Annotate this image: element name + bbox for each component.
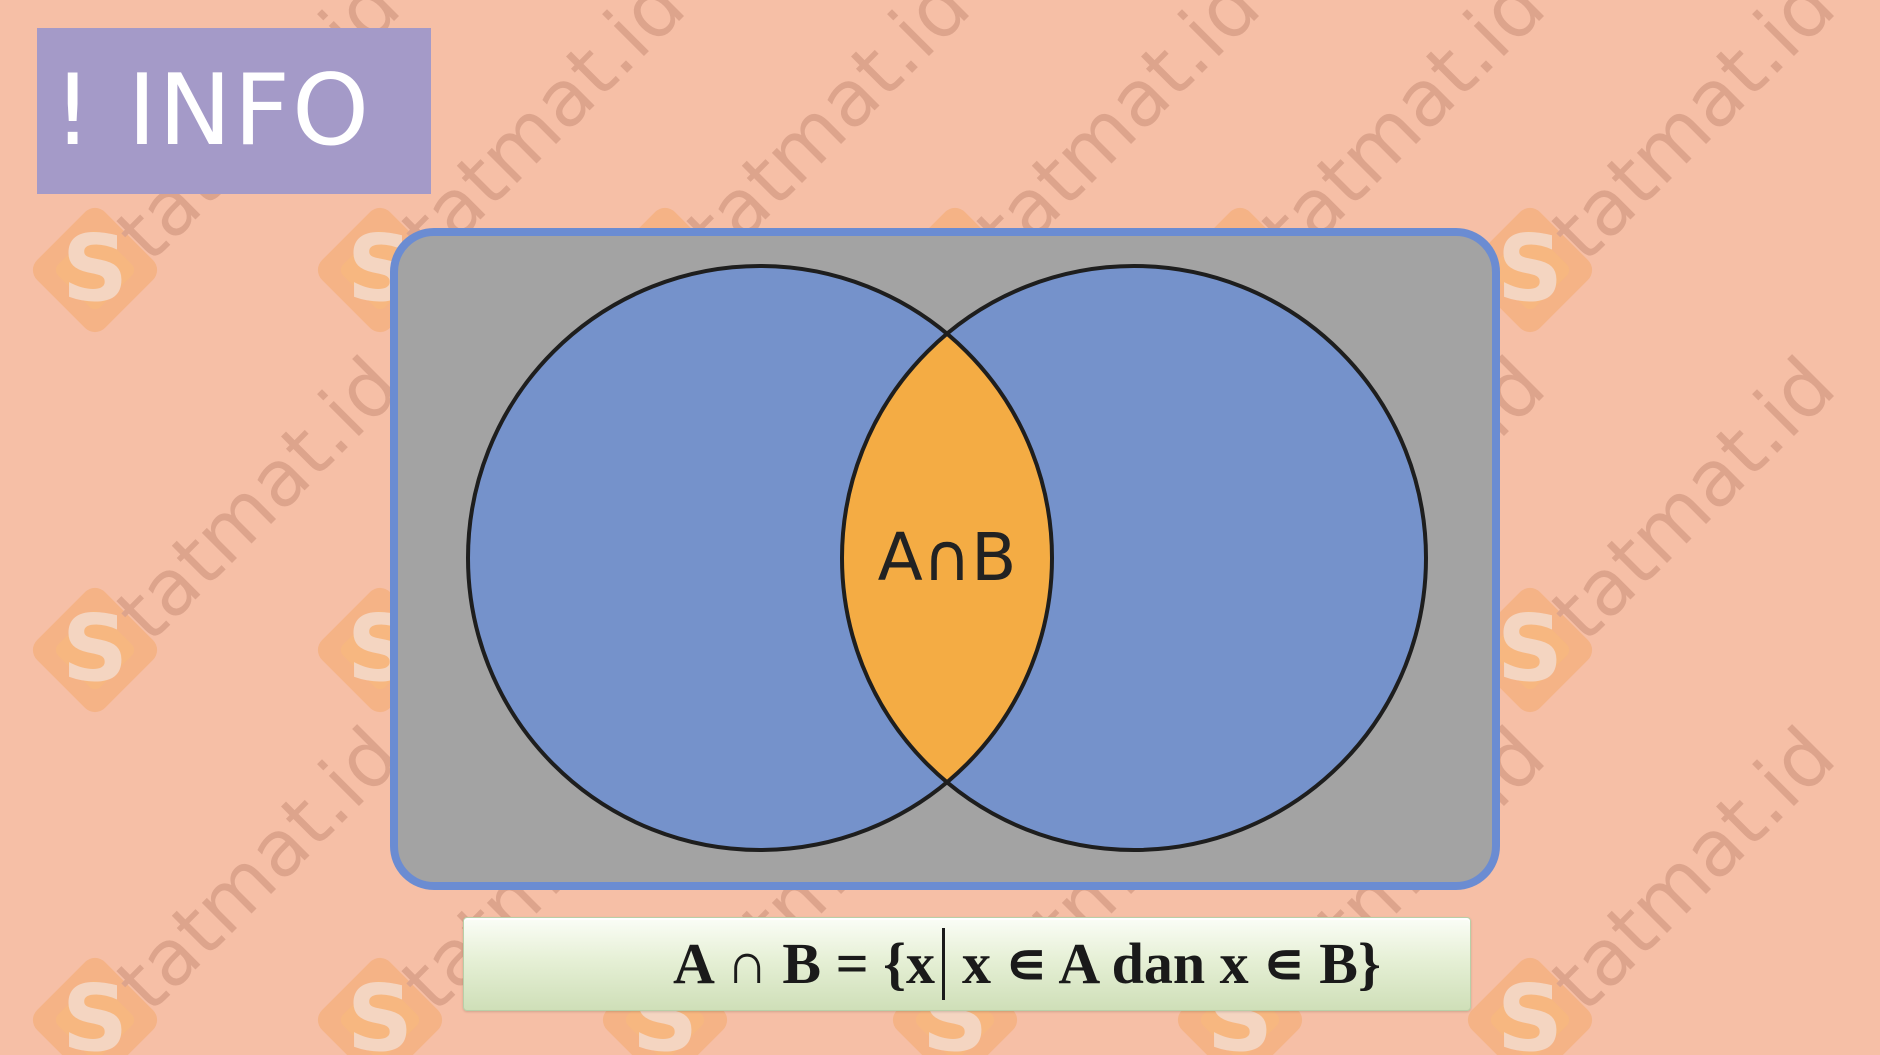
watermark-logo-letter: S: [1497, 215, 1563, 322]
info-badge-label: ! INFO: [53, 54, 372, 168]
watermark-text: tatmat.id: [1535, 0, 1853, 278]
watermark-logo-letter: S: [62, 595, 128, 702]
watermark-logo-letter: S: [1497, 595, 1563, 702]
formula-divider: [942, 928, 945, 1000]
watermark-logo-letter: S: [62, 215, 128, 322]
intersection-label: A∩B: [878, 519, 1017, 596]
watermark-logo-letter: S: [347, 965, 413, 1055]
watermark-text: tatmat.id: [1535, 711, 1853, 1029]
info-badge: ! INFO: [37, 28, 431, 194]
watermark-text: tatmat.id: [1535, 341, 1853, 659]
watermark-logo-letter: S: [62, 965, 128, 1055]
formula-right: x ∊ A dan x ∊ B}: [962, 931, 1381, 996]
formula-bar: A ∩ B = {x x ∊ A dan x ∊ B}: [463, 917, 1471, 1011]
set-b-outline: [840, 264, 1428, 852]
intersection-region: [842, 266, 1052, 850]
watermark-logo-letter: S: [1497, 965, 1563, 1055]
formula-left: A ∩ B = {x: [673, 931, 935, 996]
venn-diagram: A∩B: [390, 228, 1500, 890]
set-a-outline: [466, 264, 1054, 852]
